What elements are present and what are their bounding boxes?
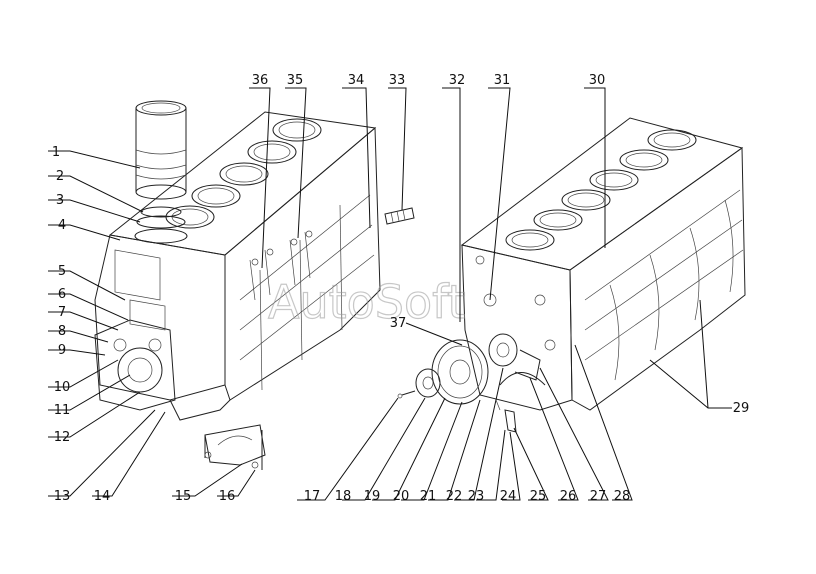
callout-4: 4 (58, 218, 66, 233)
timing-gear-assembly (397, 333, 541, 405)
callout-27: 27 (590, 489, 607, 504)
callout-7: 7 (58, 305, 66, 320)
main-bearing-cap (204, 424, 266, 470)
callout-25: 25 (530, 489, 547, 504)
bolt-33 (384, 207, 415, 225)
callout-32: 32 (449, 73, 466, 88)
cylinder-liner (134, 100, 188, 244)
callout-33: 33 (389, 73, 406, 88)
left-block-studs (249, 230, 313, 301)
callout-16: 16 (219, 489, 236, 504)
callout-10: 10 (54, 380, 71, 395)
callout-6: 6 (58, 287, 66, 302)
callout-3: 3 (56, 193, 64, 208)
callout-28: 28 (614, 489, 631, 504)
callout-37: 37 (390, 316, 407, 331)
piston-cooling-nozzle (495, 399, 517, 433)
callout-22: 22 (446, 489, 463, 504)
watermark: AutoSoft (268, 275, 466, 329)
callout-26: 26 (560, 489, 577, 504)
callout-31: 31 (494, 73, 511, 88)
callout-9: 9 (58, 343, 66, 358)
callout-29: 29 (733, 401, 750, 416)
callout-35: 35 (287, 73, 304, 88)
callout-13: 13 (54, 489, 71, 504)
left-cylinder-block (94, 111, 381, 421)
callout-24: 24 (500, 489, 517, 504)
callout-14: 14 (94, 489, 111, 504)
callout-8: 8 (58, 324, 66, 339)
callout-17: 17 (304, 489, 321, 504)
callout-15: 15 (175, 489, 192, 504)
callout-23: 23 (468, 489, 485, 504)
callout-18: 18 (335, 489, 352, 504)
callout-36: 36 (252, 73, 269, 88)
callout-21: 21 (420, 489, 437, 504)
callout-labels: 1 2 3 4 5 6 7 8 9 10 11 12 13 14 15 16 1… (52, 73, 749, 504)
callout-1: 1 (52, 145, 60, 160)
leader-lines (48, 87, 732, 501)
callout-2: 2 (56, 169, 64, 184)
callout-11: 11 (54, 403, 71, 418)
callout-5: 5 (58, 264, 66, 279)
callout-12: 12 (54, 430, 71, 445)
right-cylinder-block (460, 117, 746, 411)
callout-30: 30 (589, 73, 606, 88)
callout-19: 19 (364, 489, 381, 504)
callout-34: 34 (348, 73, 365, 88)
callout-20: 20 (393, 489, 410, 504)
